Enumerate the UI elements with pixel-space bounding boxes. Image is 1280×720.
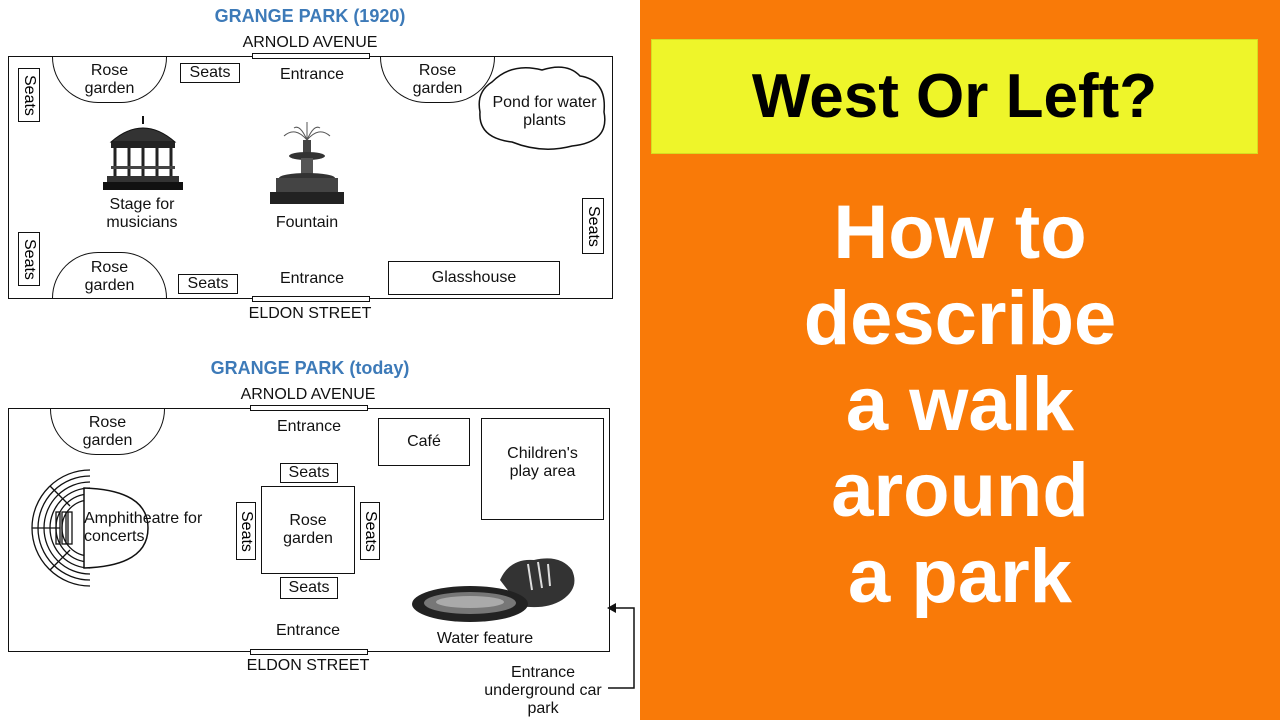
map1-entrance-bottom: Entrance bbox=[279, 270, 345, 287]
map2-seats-left: Seats bbox=[236, 502, 256, 560]
seating-arcs-icon bbox=[31, 469, 149, 587]
map1-pond-label: Pond for water plants bbox=[492, 94, 597, 129]
map1-south-street: ELDON STREET bbox=[248, 305, 372, 322]
headline-line-5: a park bbox=[848, 534, 1072, 619]
map2-cafe: Café bbox=[378, 418, 470, 466]
pond-waterfall-icon bbox=[412, 558, 575, 622]
map1-rose-garden-sw: Rose garden bbox=[52, 252, 167, 298]
map1-seats-left-bottom: Seats bbox=[18, 232, 40, 286]
map1-pond bbox=[478, 66, 606, 150]
map1-north-street: ARNOLD AVENUE bbox=[242, 34, 378, 51]
map1-title: GRANGE PARK (1920) bbox=[214, 6, 406, 26]
map1-fountain-label: Fountain bbox=[275, 214, 339, 231]
map2-seats-top: Seats bbox=[280, 463, 338, 483]
gazebo-icon bbox=[103, 116, 183, 190]
map1-seats-right: Seats bbox=[582, 198, 604, 254]
map2-entrance-top: Entrance bbox=[276, 418, 342, 435]
map1-entrance-top: Entrance bbox=[279, 66, 345, 83]
map2-amphitheatre-label: Amphitheatre for concerts bbox=[84, 510, 203, 545]
map2-water-feature-label: Water feature bbox=[436, 630, 534, 647]
map2-car-park-entrance: Entrance underground car park bbox=[484, 664, 602, 717]
headline: How to describe a walk around a park bbox=[640, 190, 1280, 620]
headline-line-2: describe bbox=[803, 276, 1117, 361]
headline-line-3: a walk bbox=[845, 362, 1075, 447]
map1-glasshouse: Glasshouse bbox=[388, 261, 560, 295]
map1-gate-top bbox=[252, 53, 370, 59]
map2-seats-right: Seats bbox=[360, 502, 380, 560]
map2-play-area: Children's play area bbox=[481, 418, 604, 520]
question-text: West Or Left? bbox=[751, 62, 1158, 131]
maps-panel: GRANGE PARK (1920) ARNOLD AVENUE Entranc… bbox=[8, 6, 635, 717]
map2-north-street: ARNOLD AVENUE bbox=[240, 386, 376, 403]
headline-line-1: How to bbox=[833, 190, 1087, 275]
map2-gate-bottom bbox=[250, 649, 368, 655]
fountain-icon bbox=[270, 122, 344, 204]
map2-seats-bottom: Seats bbox=[280, 577, 338, 599]
map2-title: GRANGE PARK (today) bbox=[210, 358, 410, 378]
map1-seats-left-top: Seats bbox=[18, 68, 40, 122]
map2-entrance-bottom: Entrance bbox=[275, 622, 341, 639]
question-banner: West Or Left? bbox=[651, 39, 1258, 154]
map1-gate-bottom bbox=[252, 296, 370, 302]
map2-south-street: ELDON STREET bbox=[246, 657, 370, 674]
map2-rose-garden-center: Rose garden bbox=[261, 486, 355, 574]
arrow-icon bbox=[607, 603, 635, 689]
map2-gate-top bbox=[250, 405, 368, 411]
map1-stage-label: Stage for musicians bbox=[106, 196, 178, 231]
map1-seats-top: Seats bbox=[180, 63, 240, 83]
title-panel: West Or Left? How to describe a walk aro… bbox=[640, 0, 1280, 720]
map2-rose-garden-nw: Rose garden bbox=[50, 409, 165, 455]
map1-seats-bottom: Seats bbox=[178, 274, 238, 294]
headline-line-4: around bbox=[831, 448, 1089, 533]
